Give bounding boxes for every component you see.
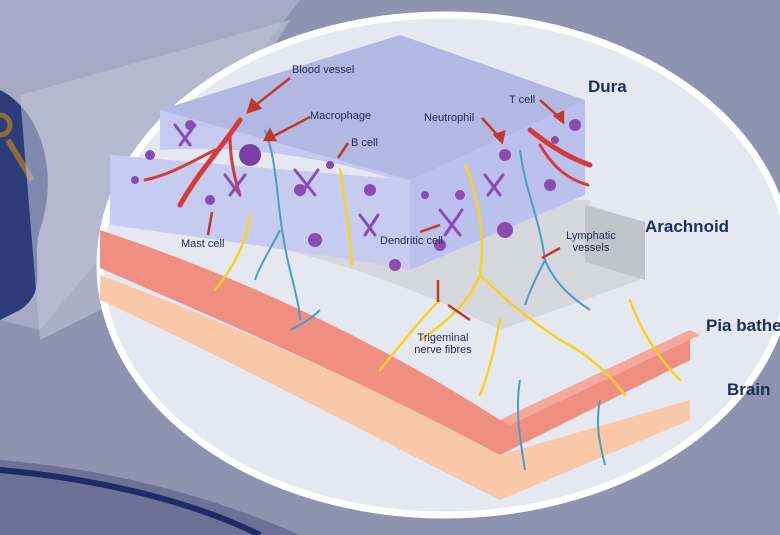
arrow-head — [262, 127, 278, 142]
vessel-5 — [538, 143, 590, 187]
cell — [544, 179, 556, 191]
macrophage-cell — [239, 144, 261, 166]
dendritic-cell — [223, 173, 247, 197]
label-lymphatic-line2: vessels — [572, 242, 610, 254]
dendritic-cell — [438, 208, 464, 237]
vessel-2 — [143, 148, 217, 182]
label-trigeminal-line1: Trigeminal — [417, 332, 469, 344]
nerve-5 — [378, 298, 442, 372]
arrow-head — [552, 109, 565, 125]
arrow-dendritic-cell — [419, 223, 441, 234]
cell — [131, 176, 139, 184]
arrow-blood-vessel — [251, 77, 291, 109]
vessel-4 — [527, 127, 593, 168]
dura-front-left — [110, 155, 410, 270]
lymph-2 — [254, 229, 281, 281]
label-mast-cell: Mast cell — [181, 238, 225, 250]
label-trigeminal-line2: nerve fibres — [414, 344, 472, 356]
lymph-4 — [524, 259, 546, 306]
cell — [145, 150, 155, 160]
pia-layer — [100, 230, 690, 455]
label-blood-vessel: Blood vessel — [292, 64, 355, 76]
cell — [434, 239, 446, 251]
lymphatic-vessels — [254, 129, 606, 471]
arrow-macrophage — [269, 115, 311, 140]
neutrophil-cell — [499, 149, 511, 161]
arrow-b-cell — [336, 142, 350, 159]
cell — [455, 190, 465, 200]
label-lymphatic-line1: Lymphatic — [566, 230, 616, 242]
label-arrows — [206, 77, 565, 322]
nerve-7 — [478, 318, 502, 397]
cell — [389, 259, 401, 271]
lymph-6 — [516, 379, 526, 471]
nerve-1 — [338, 168, 354, 267]
blood-vessels — [143, 117, 593, 208]
magnifier-icon — [0, 112, 13, 138]
arachnoid-side — [585, 205, 645, 280]
dendritic-cell — [358, 213, 380, 237]
vessel-1 — [177, 117, 243, 208]
immune-cells — [131, 119, 581, 271]
brain-layer — [100, 275, 690, 500]
b-cell — [326, 161, 334, 169]
trigeminal-nerves — [213, 163, 682, 397]
nerve-4 — [478, 273, 627, 397]
label-neutrophil: Neutrophil — [424, 112, 475, 124]
layer-label-arachnoid: Arachnoid — [645, 217, 730, 236]
arrow-head — [246, 97, 263, 114]
cell — [497, 222, 513, 238]
label-trigeminal-nerve-fibres: Trigeminal nerve fibres — [403, 332, 483, 356]
lymph-7 — [596, 399, 606, 466]
arrow-lymphatic — [541, 246, 561, 260]
nerve-6 — [628, 298, 682, 382]
lymph-1 — [264, 129, 301, 321]
layer-label-pia: Pia bathe — [706, 316, 780, 335]
label-t-cell: T cell — [509, 94, 536, 106]
arrow-head — [492, 130, 506, 145]
dura-top — [160, 35, 585, 180]
lymph-5 — [289, 309, 321, 331]
label-b-cell: B cell — [351, 137, 378, 149]
label-dendritic-cell: Dendritic cell — [380, 235, 443, 247]
cell — [551, 136, 559, 144]
cell — [364, 184, 376, 196]
arrow-mast-cell — [206, 211, 214, 236]
layer-label-brain: Brain — [727, 380, 771, 399]
cell — [421, 191, 429, 199]
layer-label-dura: Dura — [588, 77, 627, 96]
nerve-2 — [213, 213, 252, 292]
dendritic-cell — [173, 123, 197, 147]
dendritic-cells — [173, 123, 505, 237]
arrow-trigeminal-2 — [447, 303, 471, 322]
dendritic-cell — [483, 173, 505, 197]
mast-cell — [205, 195, 215, 205]
t-cell — [569, 119, 581, 131]
cell — [308, 233, 322, 247]
lymph-3 — [519, 149, 591, 311]
pia-top — [500, 330, 700, 425]
label-macrophage: Macrophage — [310, 110, 372, 122]
shoulder-outline — [0, 467, 262, 535]
label-lymphatic-vessels: Lymphatic vessels — [556, 230, 626, 254]
dendritic-cell — [293, 168, 320, 197]
